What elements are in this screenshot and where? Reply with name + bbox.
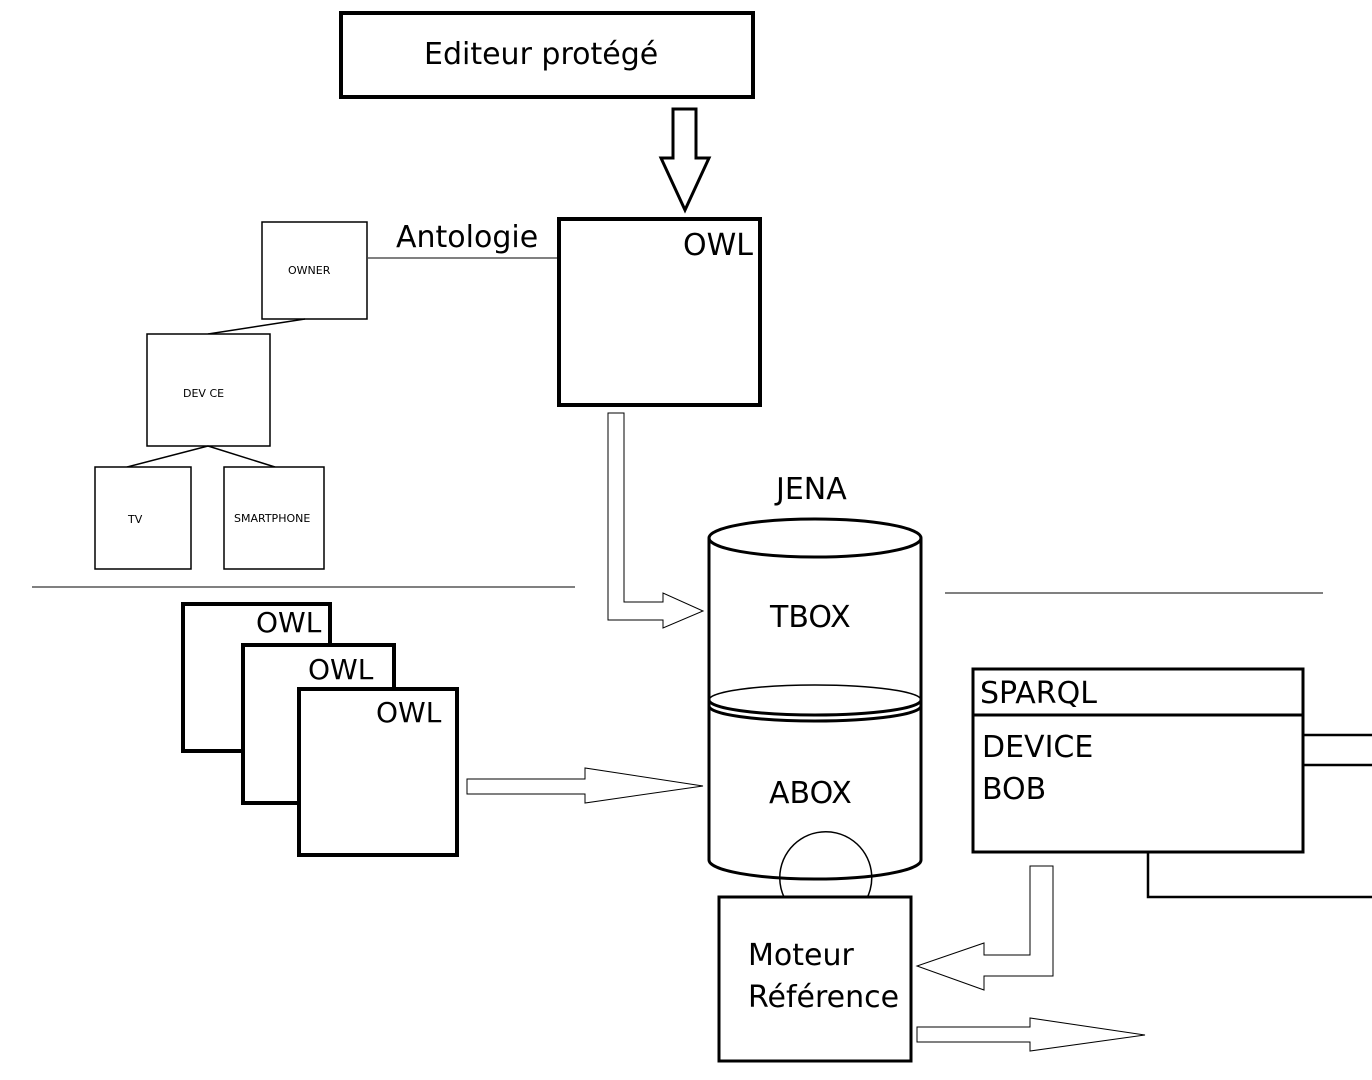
- editor-to-owl-arrow: [658, 107, 712, 214]
- tree-node-tv: [94, 466, 192, 570]
- tree-owner-label: OWNER: [288, 264, 331, 277]
- tree-device-label: DEV CE: [183, 387, 225, 400]
- editor-label: Editeur protégé: [424, 37, 659, 72]
- owl-ontology-label: OWL: [683, 228, 753, 263]
- tree-node-smartphone: [223, 466, 325, 570]
- tree-node-device: [146, 333, 271, 447]
- owl-to-tbox-arrow: [607, 412, 705, 629]
- ontology-link-label: Antologie: [396, 220, 539, 255]
- tbox-label: TBOX: [770, 600, 851, 635]
- editor-box: [339, 11, 755, 99]
- owl-file-3-label: OWL: [376, 696, 442, 729]
- tree-smartphone-label: SMARTPHONE: [234, 512, 311, 525]
- owl-files-to-abox-arrow: [466, 767, 704, 804]
- engine-line-moteur: Moteur: [748, 938, 854, 973]
- owl-file-3: [297, 687, 459, 857]
- inference-engine-box: [717, 895, 913, 1063]
- tree-edge-device-smartphone: [207, 445, 276, 468]
- owl-file-1-label: OWL: [256, 606, 322, 639]
- owl-ontology-box: [557, 217, 762, 407]
- sparql-title: SPARQL: [980, 676, 1097, 711]
- jena-title: JENA: [776, 472, 847, 507]
- tree-tv-label: TV: [128, 513, 143, 526]
- tree-edge-device-tv: [126, 445, 209, 468]
- sparql-to-engine-arrow: [915, 865, 1054, 991]
- tree-node-owner: [261, 221, 368, 320]
- sparql-connector-bottom: [1146, 852, 1372, 899]
- abox-label: ABOX: [769, 776, 852, 811]
- sparql-line-bob: BOB: [982, 772, 1047, 807]
- owl-file-2-label: OWL: [308, 653, 374, 686]
- sparql-box: [971, 667, 1305, 854]
- engine-output-arrow: [916, 1017, 1146, 1052]
- inference-loop-arrow: [779, 830, 873, 919]
- sparql-line-device: DEVICE: [982, 730, 1094, 765]
- jena-cylinder: [707, 517, 923, 881]
- engine-line-reference: Référence: [748, 980, 900, 1015]
- tree-edge-owner-device: [207, 318, 306, 335]
